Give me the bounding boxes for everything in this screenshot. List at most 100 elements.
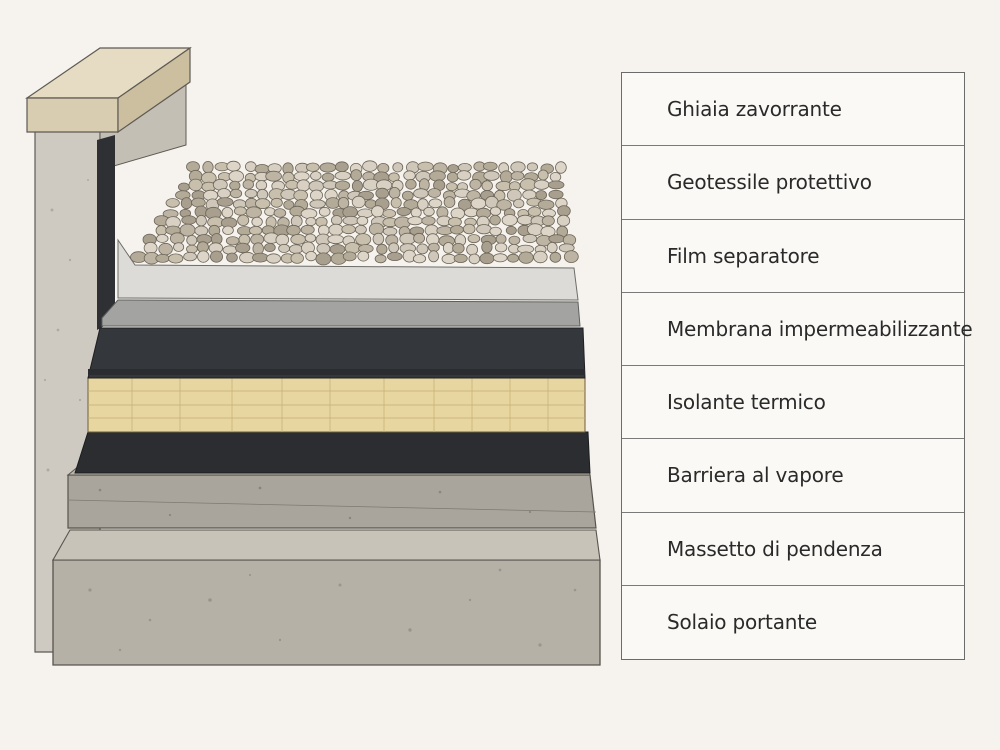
gravel-stone-icon (396, 206, 412, 216)
gravel-stone-icon (194, 225, 209, 237)
gravel-stone-icon (356, 216, 369, 226)
gravel-stone-icon (221, 207, 234, 219)
gravel-stone-icon (374, 254, 387, 264)
gravel-stone-icon (264, 207, 276, 217)
gravel-stone-icon (290, 233, 307, 245)
legend-label: Film separatore (667, 243, 820, 268)
gravel-stone-icon (423, 206, 435, 217)
gravel-stone-icon (233, 206, 247, 216)
gravel-stone-icon (256, 188, 269, 201)
gravel-stone-icon (264, 242, 276, 252)
parapet (25, 46, 192, 653)
gravel-stone-icon (315, 252, 332, 266)
gravel-stone-icon (335, 161, 349, 173)
gravel-stone-icon (248, 226, 263, 236)
legend-table: Ghiaia zavorrante Geotessile protettivo … (621, 72, 973, 660)
gravel-stone-icon (489, 206, 502, 216)
gravel-stone-icon (155, 225, 168, 236)
gravel-stone-icon (180, 197, 193, 210)
gravel-stone-icon (372, 232, 385, 245)
gravel-stone-icon (386, 251, 403, 261)
gravel-stone-icon (362, 160, 378, 172)
gravel-stone-icon (283, 200, 295, 210)
gravel-stone-icon (357, 250, 370, 262)
gravel-stone-icon (158, 242, 173, 256)
gravel-stone-icon (499, 170, 513, 184)
gravel-stone-icon (216, 197, 234, 207)
gravel-stone-icon (407, 216, 423, 226)
gravel-stone-icon (417, 161, 434, 172)
gravel-stone-icon (492, 253, 508, 263)
gravel-stone-icon (413, 188, 429, 199)
gravel-stone-icon (446, 171, 459, 183)
gravel-stone-icon (202, 160, 214, 174)
legend-row-membrane: Membrana impermeabilizzante (622, 293, 973, 366)
gravel-stone-icon (462, 223, 476, 235)
gravel-stone-icon (441, 253, 457, 264)
gravel-stone-icon (533, 250, 548, 264)
gravel-stone-icon (191, 197, 206, 208)
gravel-stone-icon (496, 199, 512, 211)
gravel-stone-icon (470, 197, 487, 210)
gravel-stone-icon (209, 250, 223, 263)
gravel-stone-icon (452, 243, 465, 254)
gravel-stone-icon (334, 180, 351, 191)
gravel-stone-icon (304, 233, 317, 243)
gravel-stone-icon (445, 182, 458, 192)
gravel-stone-icon (537, 169, 549, 181)
layer-separator-film (101, 299, 581, 327)
gravel-stone-icon (229, 180, 241, 191)
gravel-stone-icon (447, 216, 462, 227)
gravel-stone-icon (501, 214, 518, 227)
legend-label: Geotessile protettivo (667, 170, 872, 195)
legend-label: Barriera al vapore (667, 463, 844, 488)
gravel-stone-icon (143, 241, 158, 255)
gravel-stone-icon (270, 197, 283, 208)
gravel-stone-icon (428, 198, 443, 209)
gravel-stone-icon (510, 161, 526, 173)
gravel-stone-icon (310, 171, 322, 181)
gravel-stone-icon (289, 244, 303, 254)
gravel-stone-icon (388, 186, 401, 199)
gravel-stone-icon (242, 179, 255, 190)
gravel-stone-icon (265, 170, 282, 182)
gravel-stone-icon (351, 180, 363, 193)
gravel-stone-icon (300, 224, 315, 235)
gravel-stone-icon (285, 179, 299, 190)
gravel-stone-icon (405, 179, 417, 190)
gravel-stone-icon (318, 206, 331, 217)
gravel-stone-icon (244, 188, 258, 199)
gravel-stone-icon (305, 162, 320, 172)
gravel-stone-icon (494, 242, 508, 253)
layer-structural-slab (52, 529, 601, 666)
gravel-stone-icon (321, 172, 335, 182)
gravel-stone-icon (245, 161, 257, 172)
gravel-stone-icon (290, 252, 304, 264)
gravel-stone-icon (447, 164, 459, 173)
gravel-stone-icon (226, 160, 241, 172)
legend-row-separator-film: Film separatore (622, 220, 964, 293)
gravel-stone-icon (183, 251, 198, 262)
gravel-stone-icon (489, 214, 501, 226)
gravel-stone-icon (293, 189, 309, 202)
layer-vapor-barrier (74, 431, 591, 474)
gravel-stone-icon (413, 232, 426, 244)
gravel-stone-icon (483, 170, 500, 181)
layer-protective-geotextile (117, 238, 579, 301)
legend-row-geotextile: Geotessile protettivo (622, 146, 964, 220)
gravel-stone-icon (235, 242, 251, 254)
gravel-stone-icon (410, 207, 422, 218)
gravel-stone-icon (376, 243, 388, 255)
gravel-stone-icon (245, 206, 262, 219)
gravel-stone-icon (296, 179, 311, 192)
gravel-stone-icon (388, 242, 400, 254)
gravel-stone-icon (481, 180, 493, 192)
layer-thermal-insulation (87, 377, 586, 433)
gravel-stone-icon (513, 198, 525, 209)
gravel-stone-icon (549, 251, 562, 263)
legend-row-slab: Solaio portante (622, 586, 964, 659)
gravel-stone-icon (557, 205, 571, 217)
gravel-stone-icon (237, 214, 250, 227)
legend-row-screed: Massetto di pendenza (622, 513, 964, 586)
gravel-stone-icon (466, 243, 479, 256)
